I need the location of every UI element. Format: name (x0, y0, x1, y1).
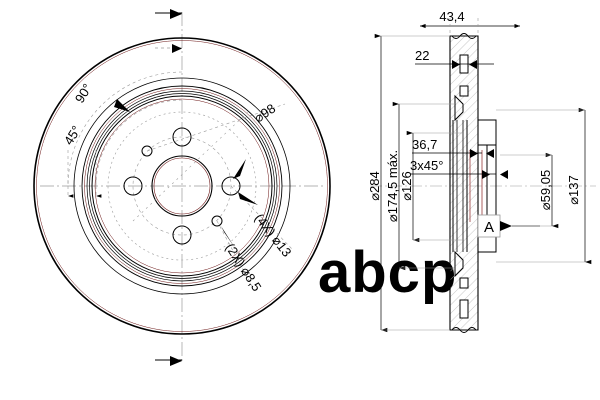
dim-36-7-arrow-b (486, 149, 494, 158)
dim-chamfer-label: 3x45° (410, 158, 443, 173)
hat-wall-outline (449, 35, 479, 331)
vent-slot-bottom (459, 299, 469, 319)
hat-wall-fill (450, 36, 478, 330)
angle-45-arc (95, 99, 183, 187)
dim-43-4-label: 43,4 (439, 9, 464, 24)
dim-22-label: 22 (415, 48, 429, 63)
angle-indicator-arrow (114, 99, 130, 112)
vent-slot-top-2 (459, 85, 469, 97)
braking-surface-outer-ring (73, 77, 291, 295)
dim-chamfer-arrow-a (482, 170, 490, 179)
braking-surface-ring-4 (86, 90, 278, 282)
dia85-arrow (221, 226, 235, 248)
dim-174-5-label: ⌀174,5 máx. (385, 150, 400, 222)
dia13-arrow-2 (238, 192, 258, 205)
center-bore (151, 155, 213, 217)
angle-90-arc (67, 71, 183, 187)
disc-outer-edge-inner (36, 40, 328, 332)
dim-36-7-arrow-a (470, 149, 478, 158)
braking-surface-ring-5 (89, 93, 275, 279)
dim-126-label: ⌀126 (399, 171, 414, 201)
bolt-hole-top (172, 127, 192, 147)
disc-outer-edge (33, 37, 331, 335)
dia98-leader (146, 103, 286, 152)
braking-surface-inner-ring (91, 95, 273, 277)
hat-bottom-scallop (451, 327, 477, 333)
locating-hole-lower-right (211, 215, 223, 227)
dim-284-label: ⌀284 (367, 171, 382, 201)
bolt-hole-left (123, 176, 143, 196)
web-transition-top (454, 94, 464, 122)
vent-slot-bottom-2 (459, 277, 469, 289)
braking-surface-ring-2 (81, 85, 283, 287)
hat-transition-ring (94, 98, 270, 274)
dim-22-arrow-left (452, 60, 460, 69)
dim-137-label: ⌀137 (566, 175, 581, 205)
section-view: 43,4 22 36,7 3x45° A ⌀284 ⌀174,5 máx. (367, 9, 596, 333)
bolt-holes (123, 127, 241, 245)
bolt-hole-bottom (172, 225, 192, 245)
dim-59-05-label: ⌀59,05 (538, 170, 553, 210)
section-arrow-mid (172, 44, 182, 53)
hat-top-scallop (451, 33, 477, 39)
detail-marker-label: A (484, 219, 494, 236)
bolt-hole-right (221, 176, 241, 196)
watermark-text: abcp (318, 240, 457, 305)
dia85-leader (216, 220, 254, 289)
center-bore-inner (153, 157, 211, 215)
dim-36-7-label: 36,7 (412, 137, 437, 152)
section-arrow-top (170, 9, 182, 19)
locating-hole-upper-left (141, 145, 153, 157)
braking-surface-ring-3 (84, 88, 280, 284)
detail-marker-arrow (500, 221, 512, 231)
dia13-arrow (233, 159, 246, 179)
dim-chamfer-arrow-b (500, 170, 508, 179)
section-arrow-bottom (170, 356, 182, 366)
hat-construction-line (132, 111, 249, 222)
dim-22-arrow-right (469, 60, 477, 69)
locating-holes (141, 145, 223, 227)
hat-outer-dashed (107, 111, 257, 261)
